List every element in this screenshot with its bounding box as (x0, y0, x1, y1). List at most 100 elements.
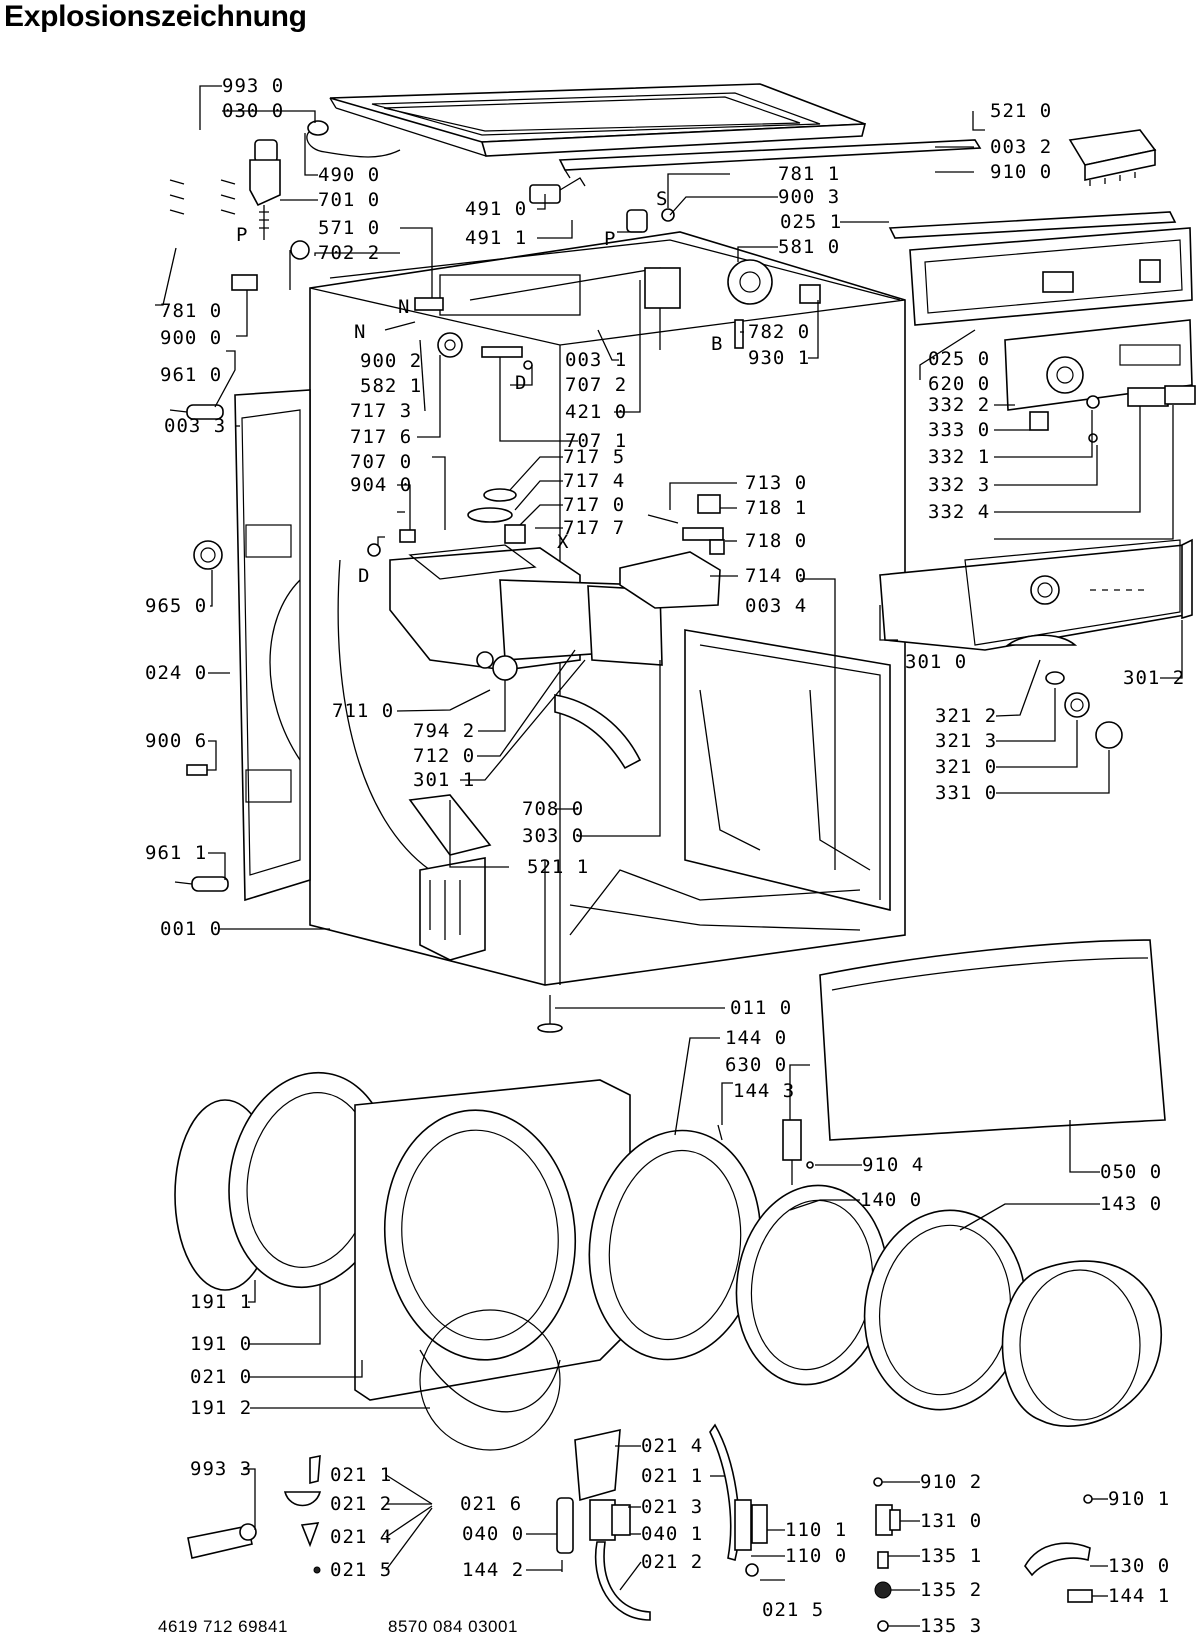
part-label: 110 0 (785, 1545, 847, 1567)
part-label: 011 0 (730, 997, 792, 1019)
dispenser-housing-part (389, 544, 663, 681)
letter-n: N (354, 321, 366, 343)
strip-025-1-part (888, 211, 1177, 239)
transport-bolt-part (169, 404, 224, 420)
pump-motor-part (644, 267, 681, 309)
part-130-0 (1024, 1542, 1091, 1577)
part-label: 021 4 (641, 1435, 703, 1457)
screw-910-4 (806, 1161, 814, 1169)
part-021-1a (309, 1455, 321, 1485)
part-332-3 (1127, 387, 1169, 407)
knob-ring-part (1045, 671, 1065, 685)
front-cabinet-panel-part (354, 1079, 631, 1451)
part-718-0 (682, 527, 725, 555)
letter-s: S (656, 188, 668, 210)
part-421-0 (523, 360, 533, 370)
part-label: 331 0 (935, 782, 997, 804)
part-332-2 (1029, 411, 1049, 431)
part-110-0 (734, 1499, 768, 1551)
part-label: 714 0 (745, 565, 807, 587)
hinge-021-1-part (709, 1423, 740, 1561)
part-label: 717 4 (563, 470, 625, 492)
part-label: 332 1 (928, 446, 990, 468)
parts-drawing (169, 83, 1196, 1632)
hinge-021-3-part (589, 1499, 631, 1541)
part-label: 521 1 (527, 856, 589, 878)
letter-n: N (398, 296, 410, 318)
part-label: 021 1 (330, 1464, 392, 1486)
control-panel-frame-part (909, 227, 1193, 326)
document-number: 8570 084 03001 (388, 1617, 518, 1636)
part-label: 521 0 (990, 100, 1052, 122)
part-135-2 (874, 1581, 892, 1599)
clip-900-6-part (186, 764, 208, 776)
knob-cap-part (1095, 721, 1123, 749)
part-label: 707 1 (565, 430, 627, 452)
knob-cover-part (1005, 634, 1078, 646)
part-label: 024 0 (145, 662, 207, 684)
part-label: 321 3 (935, 730, 997, 752)
part-label: 003 2 (990, 136, 1052, 158)
part-label: 021 5 (762, 1599, 824, 1621)
part-label: 021 0 (190, 1366, 252, 1388)
letter-d: D (358, 565, 370, 587)
part-label: 025 0 (928, 348, 990, 370)
part-label: 711 0 (332, 700, 394, 722)
part-135-3 (877, 1620, 889, 1632)
part-label: 490 0 (318, 164, 380, 186)
part-label: 140 0 (860, 1189, 922, 1211)
part-label: 191 0 (190, 1333, 252, 1355)
part-label: 321 0 (935, 756, 997, 778)
ring-900-3-part (661, 208, 675, 222)
valve-connector-part (289, 240, 310, 290)
part-label: 021 4 (330, 1526, 392, 1548)
part-label: 144 3 (733, 1080, 795, 1102)
part-label: 708 0 (522, 798, 584, 820)
part-label: 021 5 (330, 1559, 392, 1581)
part-label: 781 0 (160, 300, 222, 322)
sensor-491-part (529, 177, 586, 204)
part-label: 713 0 (745, 472, 807, 494)
part-label: 910 2 (920, 1471, 982, 1493)
side-panel-part (234, 389, 311, 902)
part-904-0 (367, 543, 381, 557)
part-label: 718 0 (745, 530, 807, 552)
part-label: 910 0 (990, 161, 1052, 183)
part-332-4 (1164, 385, 1196, 405)
drawer-714-part (619, 551, 721, 609)
part-label: 021 2 (641, 1551, 703, 1573)
part-332-1 (1088, 433, 1098, 443)
part-label: 717 0 (563, 494, 625, 516)
part-021-2a (283, 1491, 322, 1507)
part-label: 135 1 (920, 1545, 982, 1567)
part-label: 910 1 (1108, 1488, 1170, 1510)
part-label: 421 0 (565, 401, 627, 423)
part-131-0 (875, 1504, 901, 1536)
control-fascia-part (879, 538, 1193, 651)
part-label: 321 2 (935, 705, 997, 727)
front-panel-050-part (819, 939, 1166, 1141)
part-label: 702 2 (318, 242, 380, 264)
part-label: 021 6 (460, 1493, 522, 1515)
leader-lines (155, 85, 1183, 1627)
part-label: 993 3 (190, 1458, 252, 1480)
part-717-4 (467, 507, 513, 523)
part-label: 718 1 (745, 497, 807, 519)
part-label: 003 1 (565, 349, 627, 371)
part-label: 581 0 (778, 236, 840, 258)
part-label: 491 0 (465, 198, 527, 220)
part-label: 050 0 (1100, 1161, 1162, 1183)
hinge-021-4-part (574, 1428, 621, 1502)
part-labels: 993 0 030 0 490 0 701 0 571 0 702 2 781 … (145, 75, 1184, 1637)
part-910-2 (873, 1477, 883, 1487)
part-label: 130 0 (1108, 1555, 1170, 1577)
door-outer-part (174, 1071, 392, 1291)
part-label: 301 0 (905, 651, 967, 673)
letter-b: B (711, 333, 723, 355)
part-label: 332 4 (928, 501, 990, 523)
part-label: 910 4 (862, 1154, 924, 1176)
part-label: 717 6 (350, 426, 412, 448)
part-label: 707 0 (350, 451, 412, 473)
transport-bolt-part-2 (174, 876, 229, 892)
part-900-2 (384, 321, 416, 331)
